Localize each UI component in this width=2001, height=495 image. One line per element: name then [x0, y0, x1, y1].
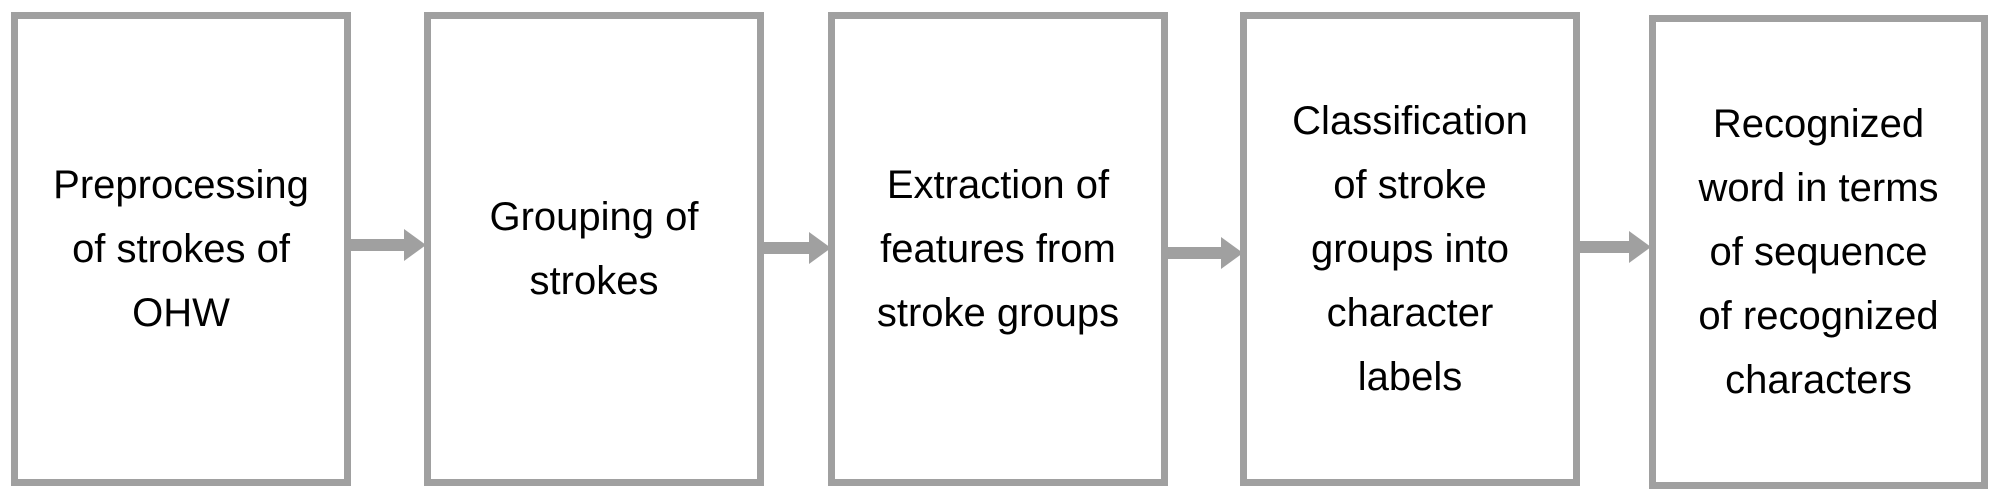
arrow-icon — [759, 232, 831, 264]
step-grouping-label: Grouping of strokes — [489, 195, 699, 303]
step-recognized-word-box: Recognized word in terms of sequence of … — [1649, 15, 1988, 489]
arrow-icon — [1165, 237, 1243, 269]
step-extraction-box: Extraction of features from stroke group… — [828, 12, 1168, 486]
step-classification-box: Classification of stroke groups into cha… — [1240, 12, 1580, 486]
step-preprocessing-box: Preprocessing of strokes of OHW — [11, 12, 351, 486]
arrow-icon — [348, 229, 426, 261]
step-grouping-box: Grouping of strokes — [424, 12, 764, 486]
arrow-icon — [1577, 231, 1651, 263]
step-preprocessing-label: Preprocessing of strokes of OHW — [53, 163, 309, 335]
step-extraction-label: Extraction of features from stroke group… — [876, 163, 1120, 335]
step-recognized-word-label: Recognized word in terms of sequence of … — [1698, 102, 1939, 402]
step-classification-label: Classification of stroke groups into cha… — [1292, 99, 1528, 399]
